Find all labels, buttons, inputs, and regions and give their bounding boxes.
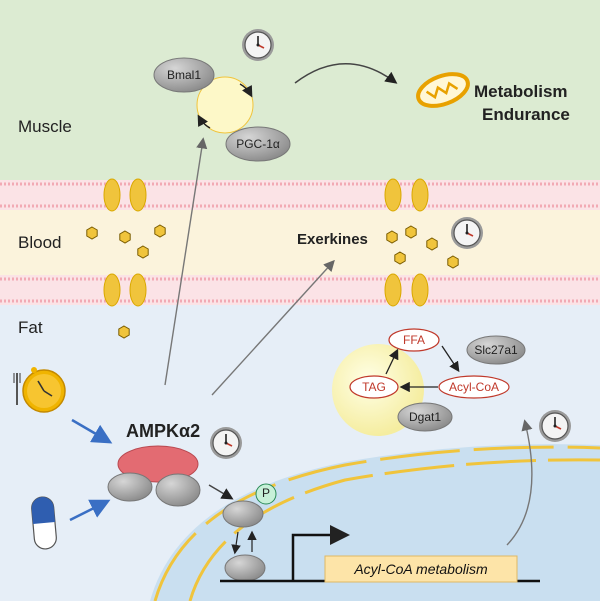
clock-icon	[241, 28, 275, 62]
dna-bound-protein	[224, 554, 266, 582]
outcome-metabolism: Metabolism	[474, 82, 568, 101]
muscle-output-arrow	[294, 63, 398, 84]
arrow-to-muscle	[164, 137, 208, 386]
outcome-endurance: Endurance	[482, 105, 570, 124]
region-label-muscle: Muscle	[18, 117, 72, 136]
clock-icon	[450, 216, 484, 250]
gene-output-arrow	[506, 419, 533, 546]
muscle-circadian-loop	[196, 76, 254, 134]
dgat1-label: Dgat1	[408, 410, 442, 424]
ampk-complex	[107, 445, 201, 507]
region-label-blood: Blood	[18, 233, 62, 252]
mitochondrion-icon	[416, 72, 470, 108]
meal-arrow	[71, 418, 113, 444]
muscle-zone	[0, 0, 600, 180]
pill-arrow	[69, 499, 111, 522]
pill-icon	[31, 496, 57, 550]
slc27a1-label: Slc27a1	[474, 343, 518, 357]
bmal1-node	[153, 57, 215, 93]
acylcoa-label: Acyl-CoA	[448, 380, 499, 394]
bmal1-label: Bmal1	[166, 68, 201, 82]
promoter-arrow	[291, 525, 350, 581]
tag-node	[349, 375, 399, 399]
pgc1a-label: PGC-1α	[236, 137, 280, 151]
exerkines-label: Exerkines	[297, 231, 368, 248]
slc27a1-node	[466, 335, 526, 365]
phospho-label: P	[261, 486, 270, 500]
ampk-label: AMPKα2	[126, 421, 201, 441]
acylcoa-node	[438, 375, 510, 399]
pgc1a-node	[225, 126, 291, 162]
dgat1-node	[397, 402, 453, 432]
clock-icon	[538, 409, 572, 443]
phospho-protein	[222, 500, 264, 528]
ffa-node	[388, 328, 440, 352]
arrow-to-exerkines	[211, 259, 335, 396]
tag-label: TAG	[362, 380, 386, 394]
gene-box	[324, 555, 518, 583]
region-label-fat: Fat	[18, 318, 43, 337]
upper-membrane	[0, 180, 600, 210]
clock-icon	[209, 426, 243, 460]
gene-label: Acyl-CoA metabolism	[354, 561, 488, 577]
lower-membrane	[0, 275, 600, 305]
meal-clock-icon	[13, 367, 66, 413]
ffa-label: FFA	[402, 333, 425, 347]
phospho-badge	[255, 483, 277, 505]
